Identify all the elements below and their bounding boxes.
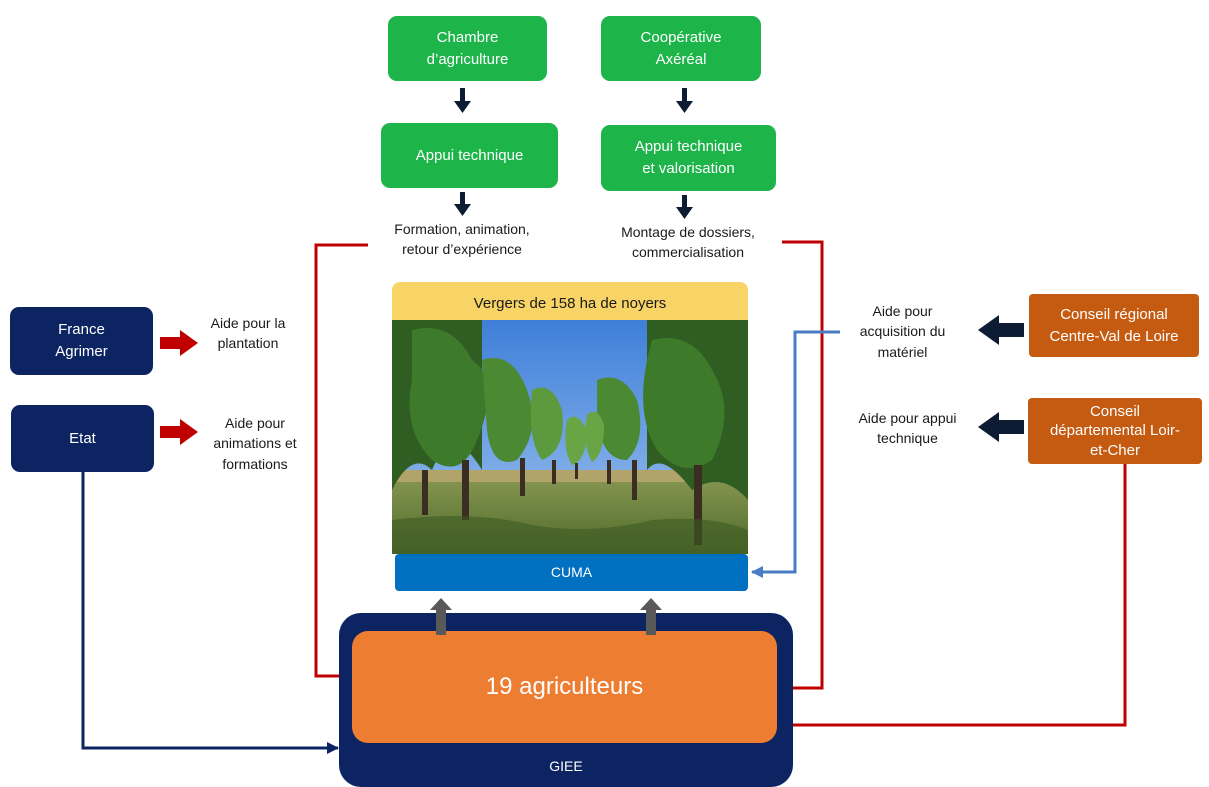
red-arrow-france-agrimer xyxy=(160,330,198,356)
agriculteurs-box: 19 agriculteurs xyxy=(352,631,777,743)
aide-appui-label: Aide pour appui technique xyxy=(858,410,957,447)
appui-technique-box: Appui technique xyxy=(381,123,558,188)
formation-label: Formation, animation, retour d’expérienc… xyxy=(394,221,530,258)
conseil-departemental-box: Conseil départemental Loir- et-Cher xyxy=(1028,398,1202,464)
down-arrow-chambre xyxy=(454,88,471,113)
etat-box: Etat xyxy=(11,405,154,472)
cooperative-axereal-box: Coopérative Axéréal xyxy=(601,16,761,81)
red-connector-montage xyxy=(779,240,824,693)
vergers-banner: Vergers de 158 ha de noyers xyxy=(392,282,748,322)
black-arrow-conseil-regional xyxy=(978,315,1024,345)
down-arrow-axereal xyxy=(676,88,693,113)
cuma-bar: CUMA xyxy=(395,554,748,591)
appui-valorisation-box: Appui technique et valorisation xyxy=(601,125,776,191)
walnut-orchard-photo xyxy=(392,320,748,554)
conseil-regional-box: Conseil régional Centre-Val de Loire xyxy=(1029,294,1199,357)
red-arrow-etat xyxy=(160,419,198,445)
grey-up-arrow-right xyxy=(640,598,662,635)
red-connector-formation xyxy=(314,243,368,681)
grey-up-arrow-left xyxy=(430,598,452,635)
france-agrimer-box: France Agrimer xyxy=(10,307,153,375)
down-arrow-appui-valorisation xyxy=(676,195,693,219)
down-arrow-appui-technique xyxy=(454,192,471,216)
red-connector-departemental xyxy=(779,464,1127,730)
aide-animations-label: Aide pour animations et formations xyxy=(213,415,297,472)
black-arrow-conseil-departemental xyxy=(978,412,1024,442)
navy-connector-etat xyxy=(81,472,339,754)
montage-label: Montage de dossiers, commercialisation xyxy=(621,224,755,261)
up-arrows xyxy=(430,598,662,635)
blue-connector-materiel xyxy=(751,330,840,578)
giee-label: GIEE xyxy=(549,758,583,774)
aide-materiel-label: Aide pour acquisition du matériel xyxy=(859,303,946,360)
aide-plantation-label: Aide pour la plantation xyxy=(210,315,286,352)
chambre-agriculture-box: Chambre d’agriculture xyxy=(388,16,547,81)
